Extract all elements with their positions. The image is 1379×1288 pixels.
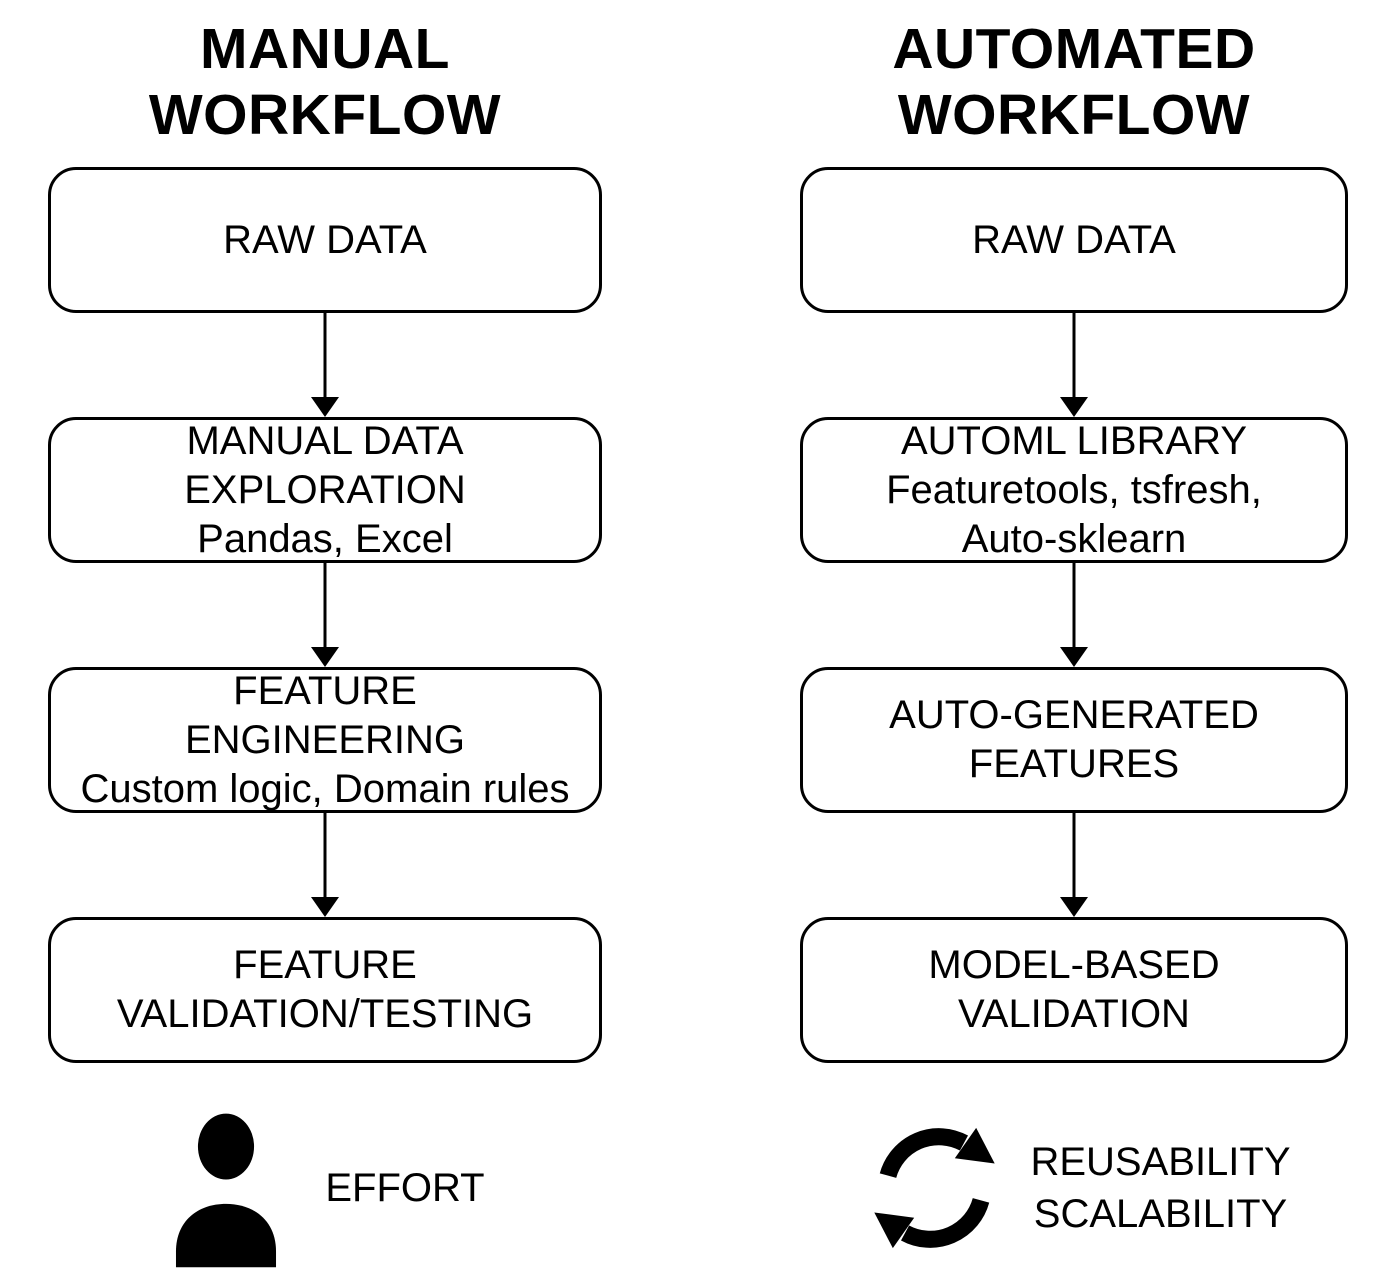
footer-label-line: REUSABILITY (1030, 1139, 1291, 1184)
box-auto-generated-features: AUTO-GENERATED FEATURES (800, 667, 1348, 813)
title-line: WORKFLOW (148, 83, 502, 147)
box-line: FEATURE (233, 943, 417, 987)
box-line: RAW DATA (972, 217, 1176, 262)
box-line: EXPLORATION (184, 467, 466, 512)
box-feature-engineering: FEATURE ENGINEERING Custom logic, Domain… (48, 667, 602, 813)
person-icon (165, 1108, 287, 1268)
box-raw-data-manual: RAW DATA (48, 167, 602, 313)
flow-arrow (1060, 563, 1088, 667)
box-raw-data-automated: RAW DATA (800, 167, 1348, 313)
flow-arrow (1060, 813, 1088, 917)
box-line: MODEL-BASED (928, 943, 1220, 987)
box-line: Featuretools, tsfresh, (886, 467, 1262, 512)
box-line: ENGINEERING (184, 717, 466, 762)
flow-arrow (311, 813, 339, 917)
flow-arrow (311, 563, 339, 667)
automated-workflow-title: AUTOMATED WORKFLOW (800, 16, 1348, 148)
box-feature-validation-testing: FEATURE VALIDATION/TESTING (48, 917, 602, 1063)
box-line: Custom logic, Domain rules (80, 766, 570, 811)
box-line: Auto-sklearn (961, 516, 1187, 561)
effort-label: EFFORT (325, 1165, 485, 1210)
flow-arrow (311, 313, 339, 417)
box-line: VALIDATION (958, 992, 1190, 1036)
box-line: RAW DATA (223, 217, 427, 262)
cycle-icon (857, 1108, 1012, 1268)
title-line: AUTOMATED (892, 17, 1256, 81)
box-line: AUTO-GENERATED (889, 693, 1259, 737)
reusability-scalability-label: REUSABILITY SCALABILITY (1030, 1136, 1290, 1240)
manual-footer: EFFORT (48, 1095, 602, 1280)
box-manual-data-exploration: MANUAL DATA EXPLORATION Pandas, Excel (48, 417, 602, 563)
box-line: Pandas, Excel (197, 516, 453, 561)
title-line: MANUAL (200, 17, 450, 81)
box-line: AUTOML LIBRARY (900, 418, 1248, 463)
box-line: MANUAL DATA (186, 418, 464, 463)
box-line: FEATURE (233, 668, 417, 713)
box-line: FEATURES (968, 742, 1180, 786)
box-model-based-validation: MODEL-BASED VALIDATION (800, 917, 1348, 1063)
automated-footer: REUSABILITY SCALABILITY (800, 1095, 1348, 1280)
footer-label-line: SCALABILITY (1033, 1191, 1288, 1236)
title-line: WORKFLOW (897, 83, 1251, 147)
box-automl-library: AUTOML LIBRARY Featuretools, tsfresh, Au… (800, 417, 1348, 563)
box-line: VALIDATION/TESTING (116, 992, 534, 1036)
manual-workflow-title: MANUAL WORKFLOW (48, 16, 602, 148)
flow-arrow (1060, 313, 1088, 417)
